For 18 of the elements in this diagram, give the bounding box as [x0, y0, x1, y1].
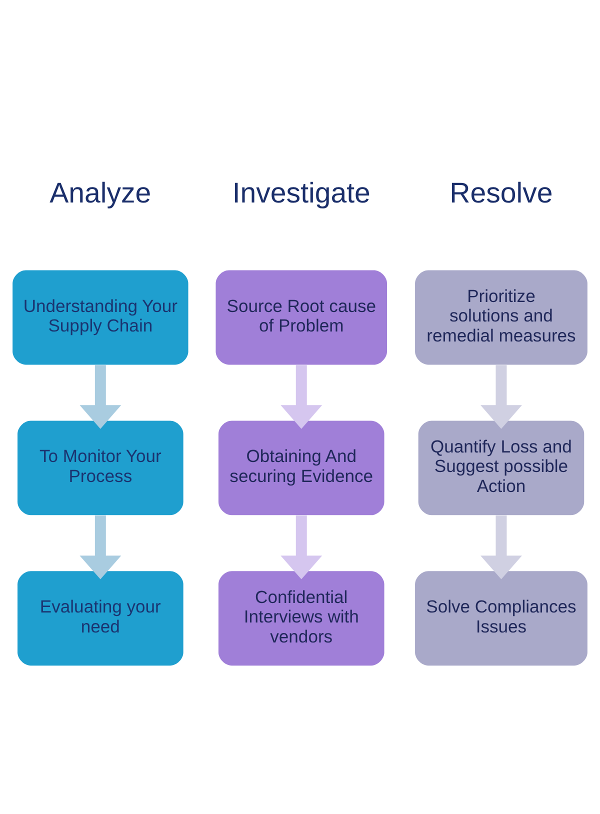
node-box: To Monitor Your Process — [18, 420, 184, 516]
label: Investigate — [232, 178, 370, 210]
node-box: Source Root cause of Problem — [216, 270, 388, 365]
node-box: Quantify Loss and Suggest possible Action — [418, 420, 584, 516]
arrow — [280, 516, 322, 580]
arrow — [80, 516, 122, 580]
arrow — [480, 365, 522, 429]
label: Analyze — [50, 178, 152, 210]
node-box: Prioritize solutions and remedial measures — [415, 270, 588, 365]
node-box: Confidential Interviews with vendors — [218, 571, 384, 666]
node-box: Solve Compliances Issues — [415, 571, 588, 666]
arrow — [480, 516, 522, 580]
node-box: Understanding Your Supply Chain — [12, 270, 188, 365]
label: Resolve — [450, 178, 553, 210]
arrow — [80, 365, 122, 429]
arrow — [280, 365, 322, 429]
node-box: Obtaining And securing Evidence — [218, 420, 384, 516]
node-box: Evaluating your need — [18, 571, 184, 666]
